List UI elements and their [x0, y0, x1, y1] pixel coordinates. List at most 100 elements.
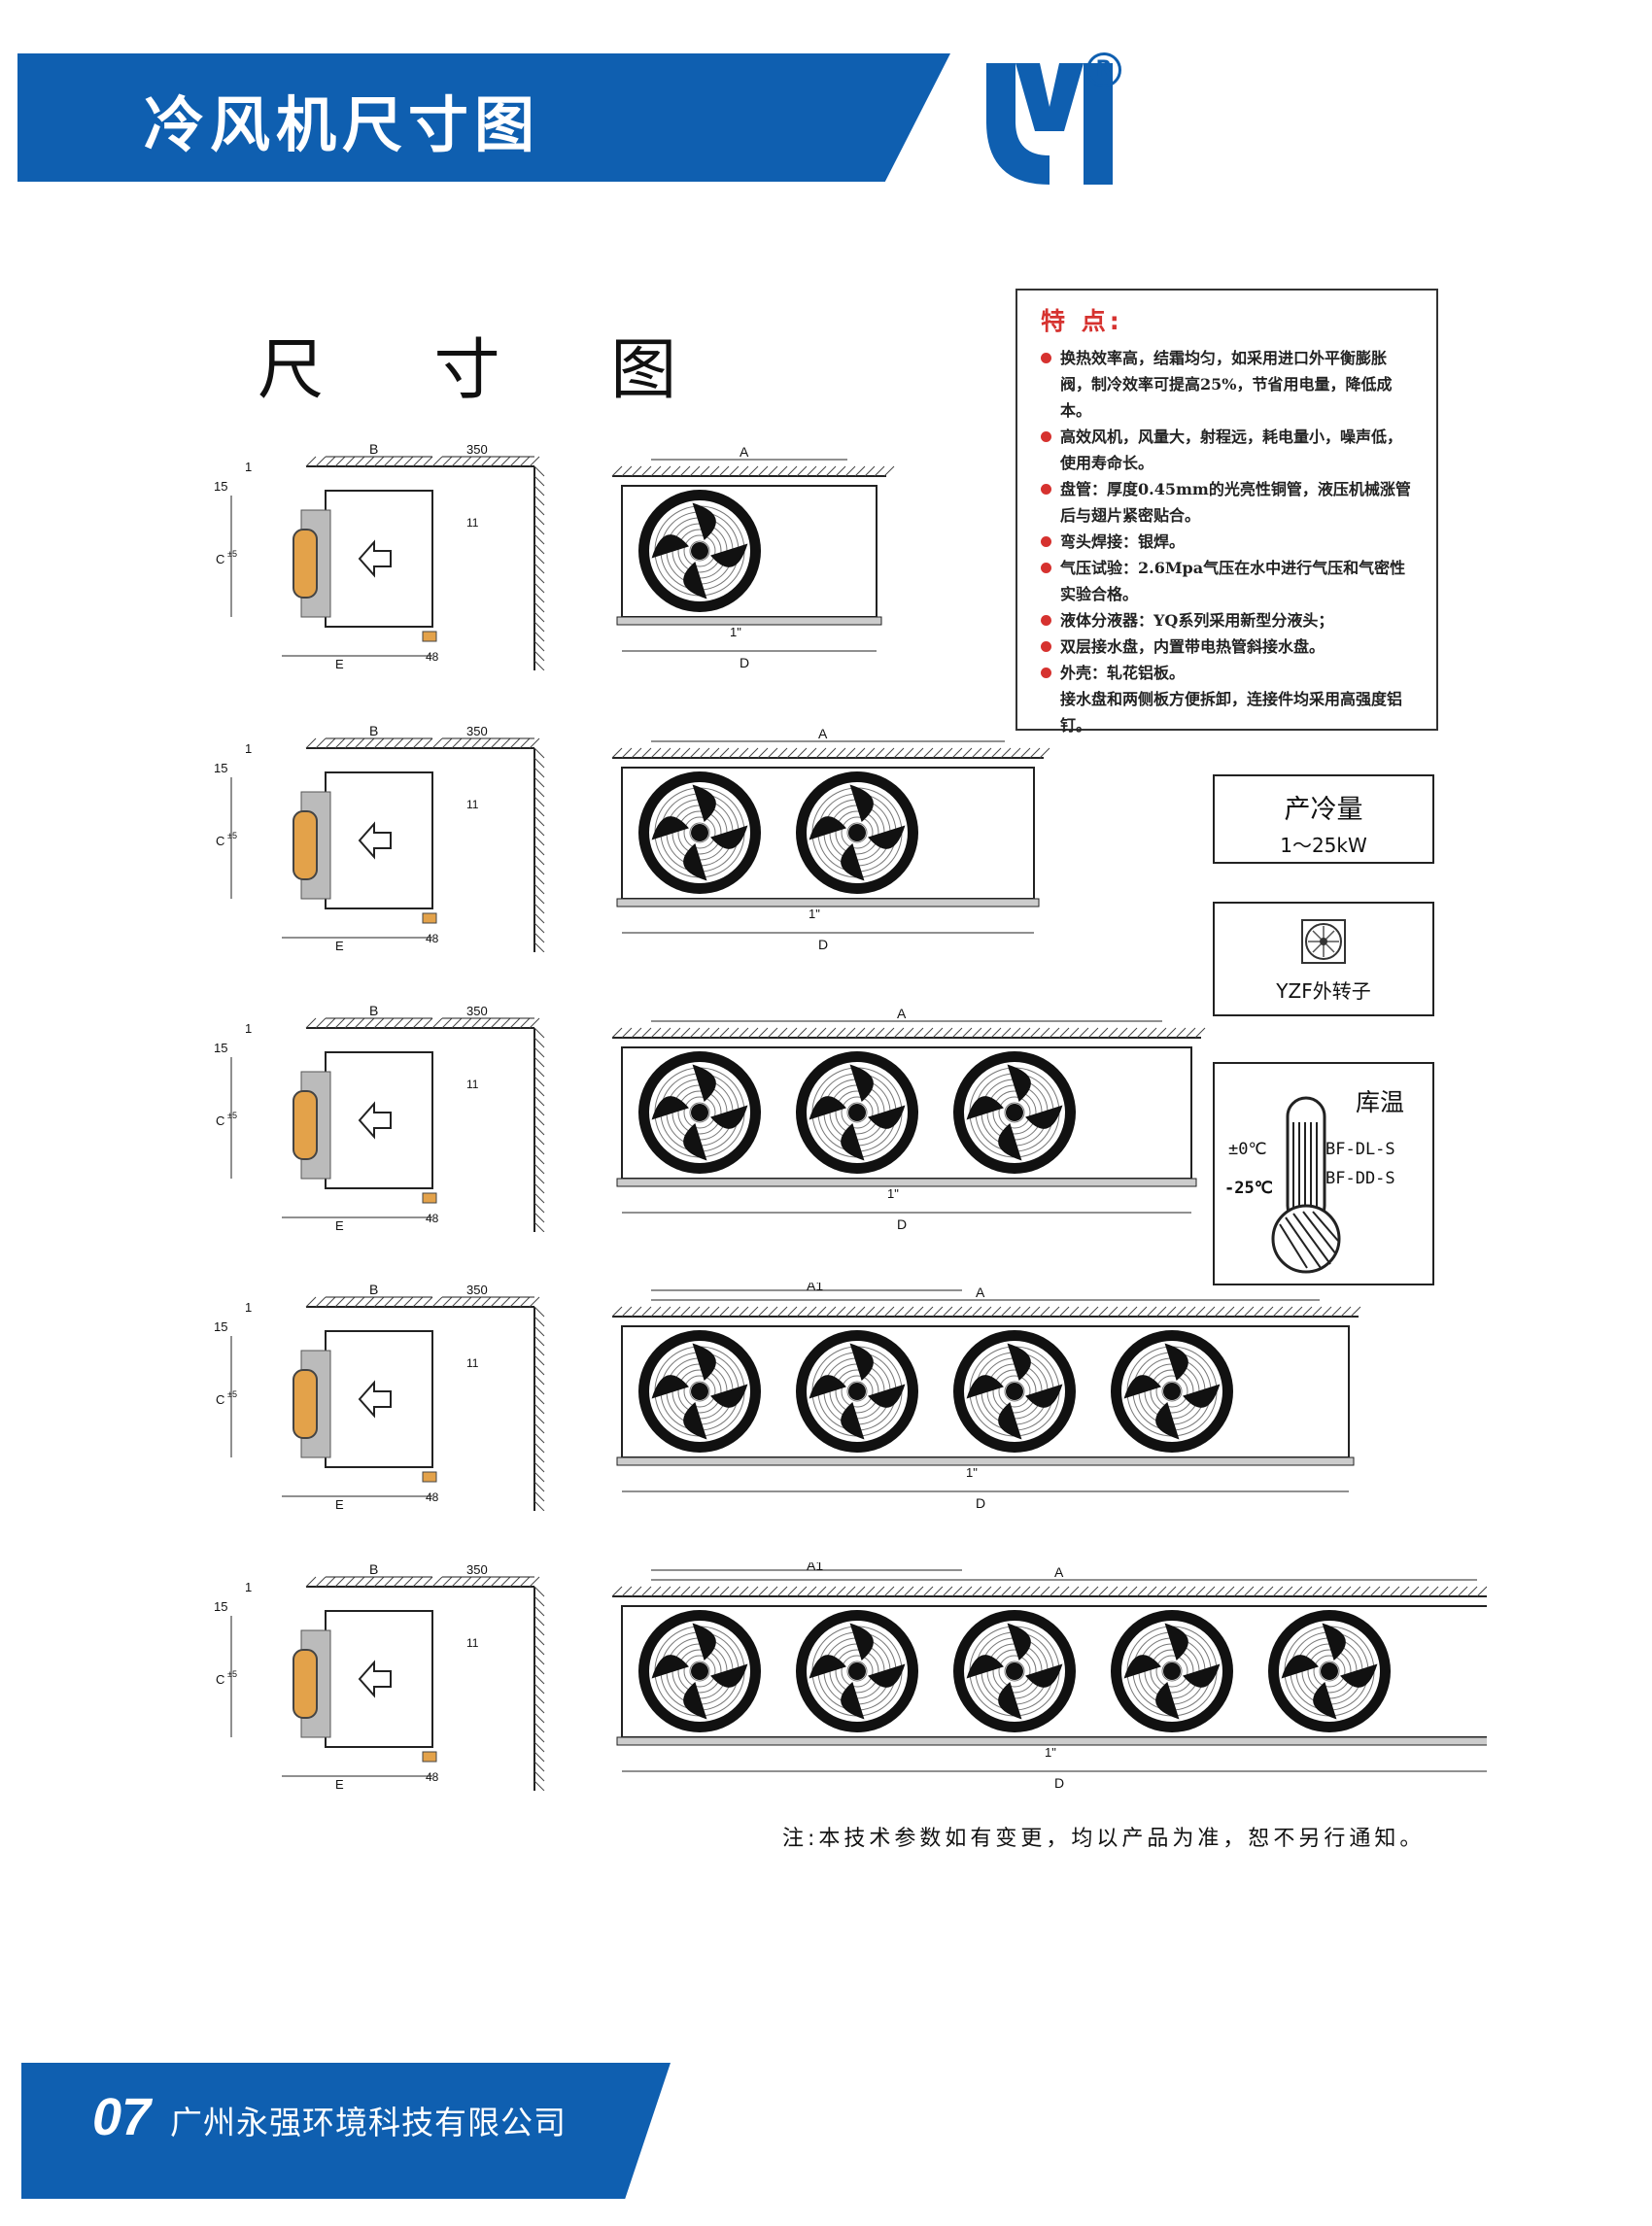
hatch-mark	[1204, 1586, 1216, 1597]
hatch-mark	[344, 456, 356, 467]
hatch-mark	[529, 1576, 540, 1588]
hatch-mark	[796, 1027, 808, 1039]
hatch-mark	[533, 1471, 545, 1483]
dim-label-d: D	[818, 937, 828, 952]
fan-blade	[651, 816, 689, 840]
hatch-mark	[533, 903, 545, 914]
hatch-mark	[1010, 747, 1021, 759]
hatch-mark	[402, 1017, 414, 1029]
hatch-mark	[961, 1306, 973, 1318]
model-low: BF-DD-S	[1325, 1169, 1395, 1188]
hatch-mark	[1078, 1306, 1089, 1318]
hatch-mark	[470, 1296, 482, 1308]
fan-hub	[691, 1662, 708, 1680]
hatch-mark	[533, 747, 545, 759]
dim-label-c: C	[216, 1113, 224, 1128]
hatch-mark	[533, 1085, 545, 1097]
fan-guard-ring	[683, 816, 716, 849]
section-title: 尺 寸 图	[258, 332, 722, 409]
hatch-mark	[747, 465, 759, 477]
hatch-mark	[490, 737, 501, 749]
hatch-mark	[325, 1017, 336, 1029]
hatch-mark	[660, 465, 671, 477]
dim-label-d: D	[1054, 1775, 1064, 1791]
fan-guard-ring	[689, 540, 710, 562]
hatch-mark	[864, 1306, 876, 1318]
hatch-mark	[533, 640, 545, 652]
dim-tol-c: ±5	[227, 549, 237, 559]
hatch-mark	[747, 1306, 759, 1318]
hatch-mark	[315, 1576, 327, 1588]
hatch-mark	[1311, 1306, 1323, 1318]
hatch-mark	[325, 1296, 336, 1308]
hatch-mark	[533, 660, 545, 670]
hatch-mark	[786, 1586, 798, 1597]
hatch-mark	[533, 844, 545, 856]
hatch-mark	[874, 1027, 885, 1039]
hatch-mark	[533, 1202, 545, 1214]
fan-blade	[651, 1096, 689, 1120]
front-view: A1"D	[611, 726, 1050, 952]
dim-label-e: E	[335, 939, 344, 952]
hatch-mark	[699, 465, 710, 477]
fan-blade	[683, 1682, 707, 1720]
dim-label-e: E	[335, 1777, 344, 1791]
fan-guard-ring	[998, 1375, 1031, 1408]
hatch-mark	[383, 456, 395, 467]
hatch-mark	[1447, 1586, 1459, 1597]
dim-label-15: 15	[214, 761, 227, 775]
dim-label-d: D	[740, 655, 749, 670]
fan-blade	[1123, 1375, 1161, 1399]
dim-label-d: D	[976, 1495, 985, 1511]
hatch-mark	[1117, 1586, 1128, 1597]
hatch-mark	[354, 737, 365, 749]
fan-guard-ring	[677, 810, 722, 855]
hatch-mark	[1068, 1586, 1080, 1597]
fan-blade	[1025, 1663, 1063, 1688]
hatch-mark	[1136, 1306, 1148, 1318]
hatch-mark	[1253, 1306, 1264, 1318]
hatch-mark	[1126, 1027, 1138, 1039]
hatch-mark	[1019, 1027, 1031, 1039]
hatch-mark	[519, 1576, 531, 1588]
feature-item: 气压试验：2.6Mpa气压在水中进行气压和气密性实验合格。	[1041, 555, 1413, 607]
hatch-mark	[689, 1586, 701, 1597]
hatch-mark	[738, 747, 749, 759]
fan-guard-ring	[992, 1369, 1037, 1414]
hatch-mark	[431, 1296, 443, 1308]
hatch-mark	[1126, 1586, 1138, 1597]
hatch-mark	[864, 1586, 876, 1597]
hatch-mark	[1155, 1306, 1167, 1318]
hatch-mark	[621, 1306, 633, 1318]
hatch-mark	[441, 456, 453, 467]
dim-label-350: 350	[466, 442, 488, 457]
hatch-mark	[533, 1712, 545, 1724]
hatch-mark	[533, 475, 545, 487]
hatch-mark	[893, 1027, 905, 1039]
hatch-mark	[1058, 1586, 1070, 1597]
hatch-mark	[1301, 1306, 1313, 1318]
hatch-mark	[1282, 1306, 1293, 1318]
hatch-mark	[990, 1027, 1002, 1039]
hatch-mark	[1019, 1586, 1031, 1597]
hatch-mark	[533, 1761, 545, 1772]
hatch-mark	[480, 1296, 492, 1308]
fan-motor	[293, 1090, 318, 1160]
hatch-mark	[767, 465, 778, 477]
hatch-mark	[1291, 1306, 1303, 1318]
hatch-mark	[718, 747, 730, 759]
fan-guard-ring	[835, 1649, 879, 1694]
hatch-mark	[533, 1500, 545, 1511]
hatch-mark	[1369, 1586, 1381, 1597]
drain-pipe	[422, 1471, 437, 1483]
fan-blade	[841, 1682, 865, 1720]
hatch-mark	[533, 1741, 545, 1753]
hatch-mark	[422, 737, 433, 749]
hatch-mark	[533, 1335, 545, 1347]
hatch-mark	[431, 1017, 443, 1029]
hatch-mark	[533, 1770, 545, 1782]
hatch-mark	[499, 456, 511, 467]
hatch-mark	[533, 835, 545, 846]
